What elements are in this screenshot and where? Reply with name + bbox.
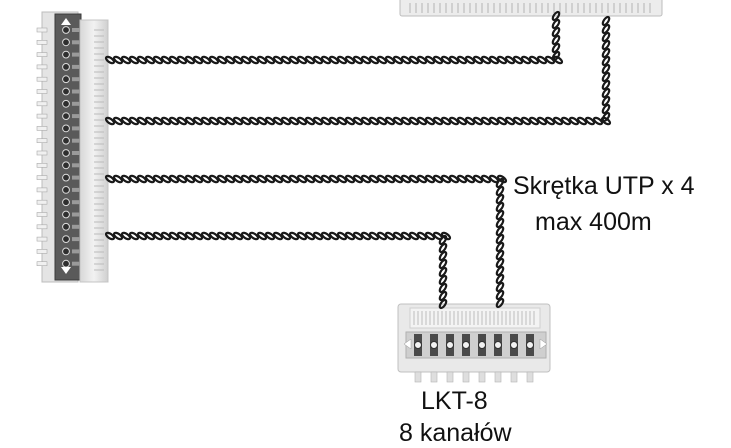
device-channels-label: 8 kanałów (399, 419, 512, 447)
arrow-down-icon (61, 267, 71, 274)
lkt8-module-icon (397, 303, 551, 383)
device-name-label: LKT-8 (421, 387, 488, 415)
cable-type-label: Skrętka UTP x 4 (513, 172, 695, 200)
top-module-icon (399, 0, 663, 17)
arrow-up-icon (61, 18, 71, 25)
twisted-pair-cable-icon (104, 10, 612, 310)
krone-terminal-block-icon (36, 11, 109, 283)
lkt-arrow-left-icon (403, 338, 412, 350)
lkt-arrow-right-icon (539, 338, 548, 350)
cable-length-label: max 400m (535, 208, 652, 236)
